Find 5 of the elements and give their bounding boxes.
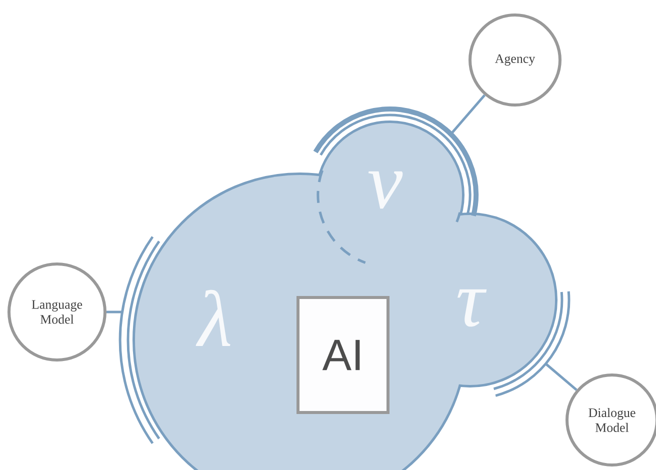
connector-line <box>545 363 578 391</box>
cloud-shape <box>118 106 570 470</box>
ai-box: AI <box>296 296 390 414</box>
connector-line <box>450 94 486 135</box>
connector-line <box>106 310 122 314</box>
